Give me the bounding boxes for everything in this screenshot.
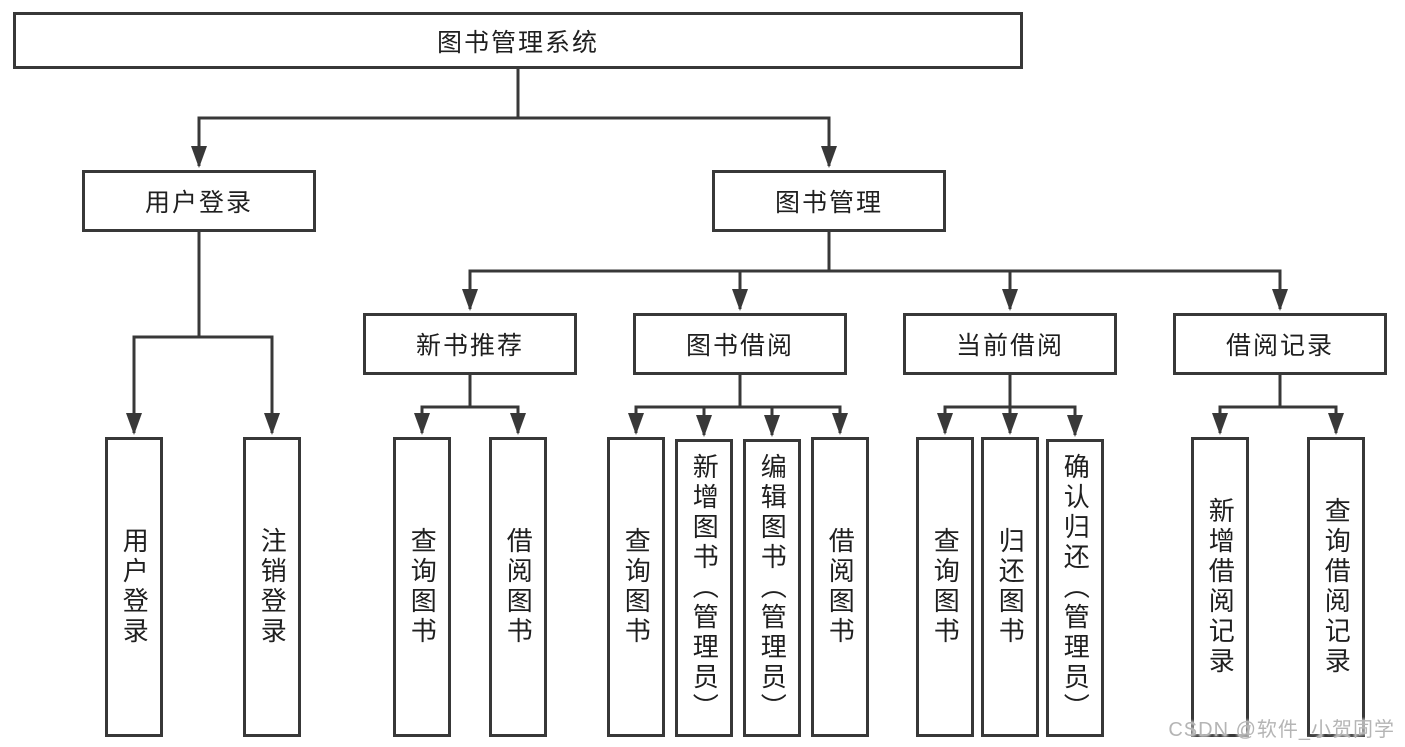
node-book-borrowing: 图书借阅: [633, 313, 847, 375]
node-leaf-query-book-1: 查询图书: [393, 437, 451, 737]
node-leaf-query-book-3: 查询图书: [916, 437, 974, 737]
node-book-management: 图书管理: [712, 170, 946, 232]
node-leaf-edit-book: 编辑图书（管理员）: [743, 439, 801, 737]
node-user-login: 用户登录: [82, 170, 316, 232]
node-leaf-return-book: 归还图书: [981, 437, 1039, 737]
node-leaf-add-borrow-record: 新增借阅记录: [1191, 437, 1249, 737]
node-leaf-add-book: 新增图书（管理员）: [675, 439, 733, 737]
node-leaf-borrow-book-1: 借阅图书: [489, 437, 547, 737]
node-leaf-borrow-book-2: 借阅图书: [811, 437, 869, 737]
node-root: 图书管理系统: [13, 12, 1023, 69]
node-leaf-query-borrow-record: 查询借阅记录: [1307, 437, 1365, 737]
node-new-book-recommend: 新书推荐: [363, 313, 577, 375]
watermark: CSDN @软件_小贺同学: [1168, 719, 1395, 741]
node-leaf-logout: 注销登录: [243, 437, 301, 737]
node-current-borrowing: 当前借阅: [903, 313, 1117, 375]
node-borrowing-records: 借阅记录: [1173, 313, 1387, 375]
node-leaf-confirm-return: 确认归还（管理员）: [1046, 439, 1104, 737]
node-leaf-user-login: 用户登录: [105, 437, 163, 737]
node-leaf-query-book-2: 查询图书: [607, 437, 665, 737]
